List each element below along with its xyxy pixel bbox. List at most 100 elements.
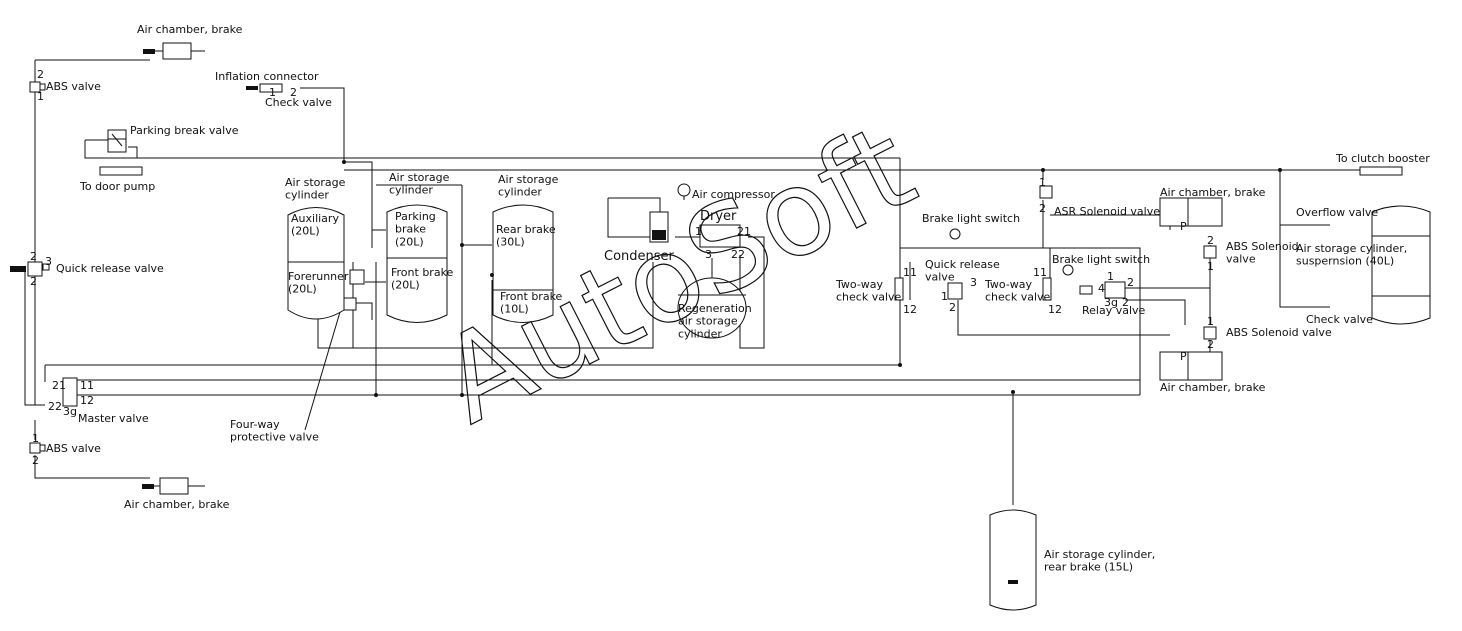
svg-text:2: 2 bbox=[1122, 296, 1129, 309]
label-abs-solenoid-valve-lower: ABS Solenoid valve bbox=[1226, 326, 1332, 339]
label-front-brake-10: Front brake(10L) bbox=[500, 290, 563, 316]
label-abs-valve-bottom: ABS valve bbox=[46, 442, 101, 455]
label-master-valve: Master valve bbox=[78, 412, 149, 425]
svg-text:12: 12 bbox=[1048, 303, 1062, 316]
abs-solenoid-valve-lower bbox=[1203, 326, 1217, 340]
svg-text:2: 2 bbox=[949, 301, 956, 314]
clutch-booster-connector bbox=[1359, 166, 1403, 176]
label-overflow-valve: Overflow valve bbox=[1296, 206, 1378, 219]
svg-text:12: 12 bbox=[903, 303, 917, 316]
master-valve bbox=[62, 377, 78, 407]
svg-text:4: 4 bbox=[1098, 282, 1105, 295]
svg-text:2: 2 bbox=[30, 250, 37, 263]
svg-text:11: 11 bbox=[80, 379, 94, 392]
svg-text:1: 1 bbox=[941, 290, 948, 303]
svg-text:3: 3 bbox=[705, 248, 712, 261]
label-to-clutch-booster: To clutch booster bbox=[1335, 152, 1430, 165]
label-air-storage-rear-15: Air storage cylinder,rear brake (15L) bbox=[1044, 548, 1155, 574]
label-inflation-connector: Inflation connector bbox=[215, 70, 319, 83]
label-air-chamber-brake-bl: Air chamber, brake bbox=[124, 498, 230, 511]
label-condenser: Condenser bbox=[604, 249, 675, 264]
quick-release-valve-mid bbox=[947, 282, 963, 300]
svg-text:3: 3 bbox=[970, 276, 977, 289]
label-asr-solenoid-valve: ASR Solenoid valve bbox=[1054, 205, 1160, 218]
brake-light-switch-2-icon bbox=[1062, 264, 1074, 276]
svg-text:11: 11 bbox=[903, 266, 917, 279]
door-pump-connector bbox=[99, 166, 143, 176]
svg-text:2: 2 bbox=[30, 275, 37, 288]
svg-text:3g: 3g bbox=[1104, 296, 1118, 309]
label-check-valve-right: Check valve bbox=[1306, 313, 1373, 326]
label-rear-brake-30: Rear brake(30L) bbox=[496, 223, 556, 249]
svg-text:1: 1 bbox=[1107, 270, 1114, 283]
svg-text:2: 2 bbox=[37, 68, 44, 81]
svg-text:21: 21 bbox=[52, 379, 66, 392]
condenser-icon bbox=[649, 211, 669, 243]
air-chamber-brake-top-right bbox=[1159, 197, 1223, 227]
label-air-compressor: Air compressor bbox=[692, 188, 775, 201]
svg-text:P: P bbox=[1180, 220, 1187, 233]
svg-text:2: 2 bbox=[1207, 234, 1214, 247]
svg-text:22: 22 bbox=[731, 248, 745, 261]
parking-break-valve-icon bbox=[107, 129, 127, 153]
svg-text:P: P bbox=[1180, 350, 1187, 363]
four-way-protective-valve bbox=[304, 269, 365, 431]
label-air-chamber-brake-tl: Air chamber, brake bbox=[137, 23, 243, 36]
svg-text:3g: 3g bbox=[63, 405, 77, 418]
asr-solenoid-valve bbox=[1039, 185, 1053, 199]
label-check-valve-top: Check valve bbox=[265, 96, 332, 109]
svg-text:2: 2 bbox=[290, 86, 297, 99]
svg-text:2: 2 bbox=[1039, 202, 1046, 215]
two-way-check-valve-right bbox=[1042, 277, 1052, 301]
pipe-network bbox=[24, 59, 1360, 505]
label-brake-light-switch-2: Brake light switch bbox=[1052, 253, 1150, 266]
label-dryer: Dryer bbox=[700, 209, 737, 224]
svg-text:1: 1 bbox=[1207, 315, 1214, 328]
label-forerunner: Forerunner(20L) bbox=[288, 270, 349, 296]
label-parking-break-valve: Parking break valve bbox=[130, 124, 239, 137]
svg-text:1: 1 bbox=[269, 86, 276, 99]
air-chamber-brake-bottom-right bbox=[1159, 351, 1223, 381]
cylinder-suspension bbox=[1371, 205, 1431, 325]
svg-text:11: 11 bbox=[1033, 266, 1047, 279]
label-front-brake-20: Front brake(20L) bbox=[391, 266, 454, 292]
air-compressor-icon bbox=[677, 183, 691, 200]
port-numbers: 2 1 1 2 2 3 2 21 11 22 12 3g 1 2 1 21 3 … bbox=[30, 68, 1214, 467]
label-air-chamber-brake-br: Air chamber, brake bbox=[1160, 381, 1266, 394]
inflation-connector-icon bbox=[246, 83, 283, 93]
dryer-icon bbox=[699, 224, 741, 248]
svg-text:12: 12 bbox=[80, 394, 94, 407]
svg-text:2: 2 bbox=[1127, 276, 1134, 289]
air-chamber-brake-bottom-left bbox=[142, 477, 205, 495]
cylinder-rear-front bbox=[492, 204, 554, 323]
label-to-door-pump: To door pump bbox=[79, 180, 155, 193]
regeneration-cylinder-icon bbox=[677, 277, 747, 339]
svg-text:2: 2 bbox=[1207, 338, 1214, 351]
svg-text:1: 1 bbox=[32, 432, 39, 445]
relay-valve bbox=[1079, 281, 1126, 299]
svg-text:1: 1 bbox=[1039, 176, 1046, 189]
junction-dots bbox=[342, 160, 1282, 397]
air-chamber-brake-top-left bbox=[143, 42, 205, 60]
label-brake-light-switch-1: Brake light switch bbox=[922, 212, 1020, 225]
label-air-chamber-brake-tr: Air chamber, brake bbox=[1160, 186, 1266, 199]
label-relay-valve: Relay valve bbox=[1082, 304, 1146, 317]
cylinder-parking-front bbox=[386, 204, 448, 323]
cylinder-rear-brake-15 bbox=[989, 509, 1037, 611]
two-way-check-valve-left bbox=[894, 277, 904, 301]
svg-text:3: 3 bbox=[45, 255, 52, 268]
label-abs-valve-top: ABS valve bbox=[46, 80, 101, 93]
svg-text:2: 2 bbox=[32, 454, 39, 467]
abs-valve-top bbox=[29, 81, 46, 93]
